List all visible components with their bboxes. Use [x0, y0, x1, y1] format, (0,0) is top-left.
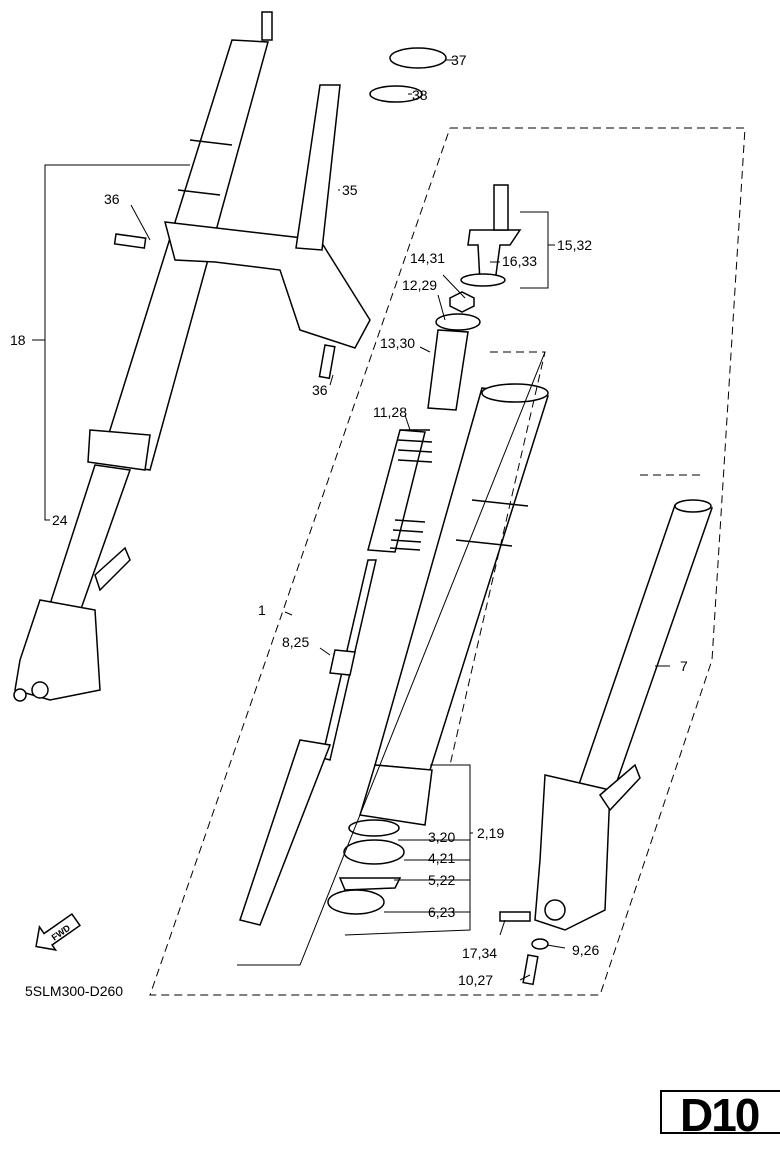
callout-label: 36	[312, 382, 328, 398]
fork-spring	[389, 429, 433, 551]
callout-label: 12,29	[402, 277, 437, 293]
callout-label: 24	[52, 512, 68, 528]
tube-group-bracket	[237, 351, 546, 966]
bolt-36-lower	[318, 344, 336, 380]
callout-label: 14,31	[410, 250, 445, 266]
spacer	[427, 329, 469, 411]
washer	[369, 85, 423, 103]
bolt-36-upper	[113, 233, 147, 249]
left-fork-seal-collar	[87, 429, 151, 471]
callout-label: 35	[342, 182, 358, 198]
callout-label: 1	[258, 602, 266, 618]
callout-label: 13,30	[380, 335, 415, 351]
callout-label: 2,19	[477, 825, 504, 841]
parts-drawing	[13, 11, 714, 986]
callout-label: 6,23	[428, 904, 455, 920]
page-code-box: D10	[660, 1089, 780, 1141]
inner-tube	[563, 504, 714, 831]
left-fork-caliper-mount	[14, 599, 101, 701]
callout-label: 3,20	[428, 829, 455, 845]
callout-label: 15,32	[557, 237, 592, 253]
callout-label: 38	[412, 87, 428, 103]
callout-label: 18	[10, 332, 26, 348]
callout-label: 4,21	[428, 850, 455, 866]
steering-stem	[295, 84, 341, 251]
under-bracket	[163, 221, 371, 349]
callout-label: 5,22	[428, 872, 455, 888]
drawing-code: 5SLM300-D260	[25, 983, 123, 999]
fwd-arrow-icon: FWD	[35, 912, 81, 951]
callout-label: 16,33	[502, 253, 537, 269]
callout-label: 10,27	[458, 972, 493, 988]
leader-lines	[32, 59, 670, 981]
page-code: D10	[680, 1089, 760, 1141]
ring-nut	[389, 47, 447, 69]
callout-label: 7	[680, 658, 688, 674]
callout-label: 11,28	[373, 404, 407, 420]
callout-label: 17,34	[462, 945, 497, 961]
callout-label: 8,25	[282, 634, 309, 650]
callout-label: 36	[104, 191, 120, 207]
callout-label: 37	[451, 52, 467, 68]
callout-label: 9,26	[572, 942, 599, 958]
damper-cylinder	[239, 739, 332, 926]
